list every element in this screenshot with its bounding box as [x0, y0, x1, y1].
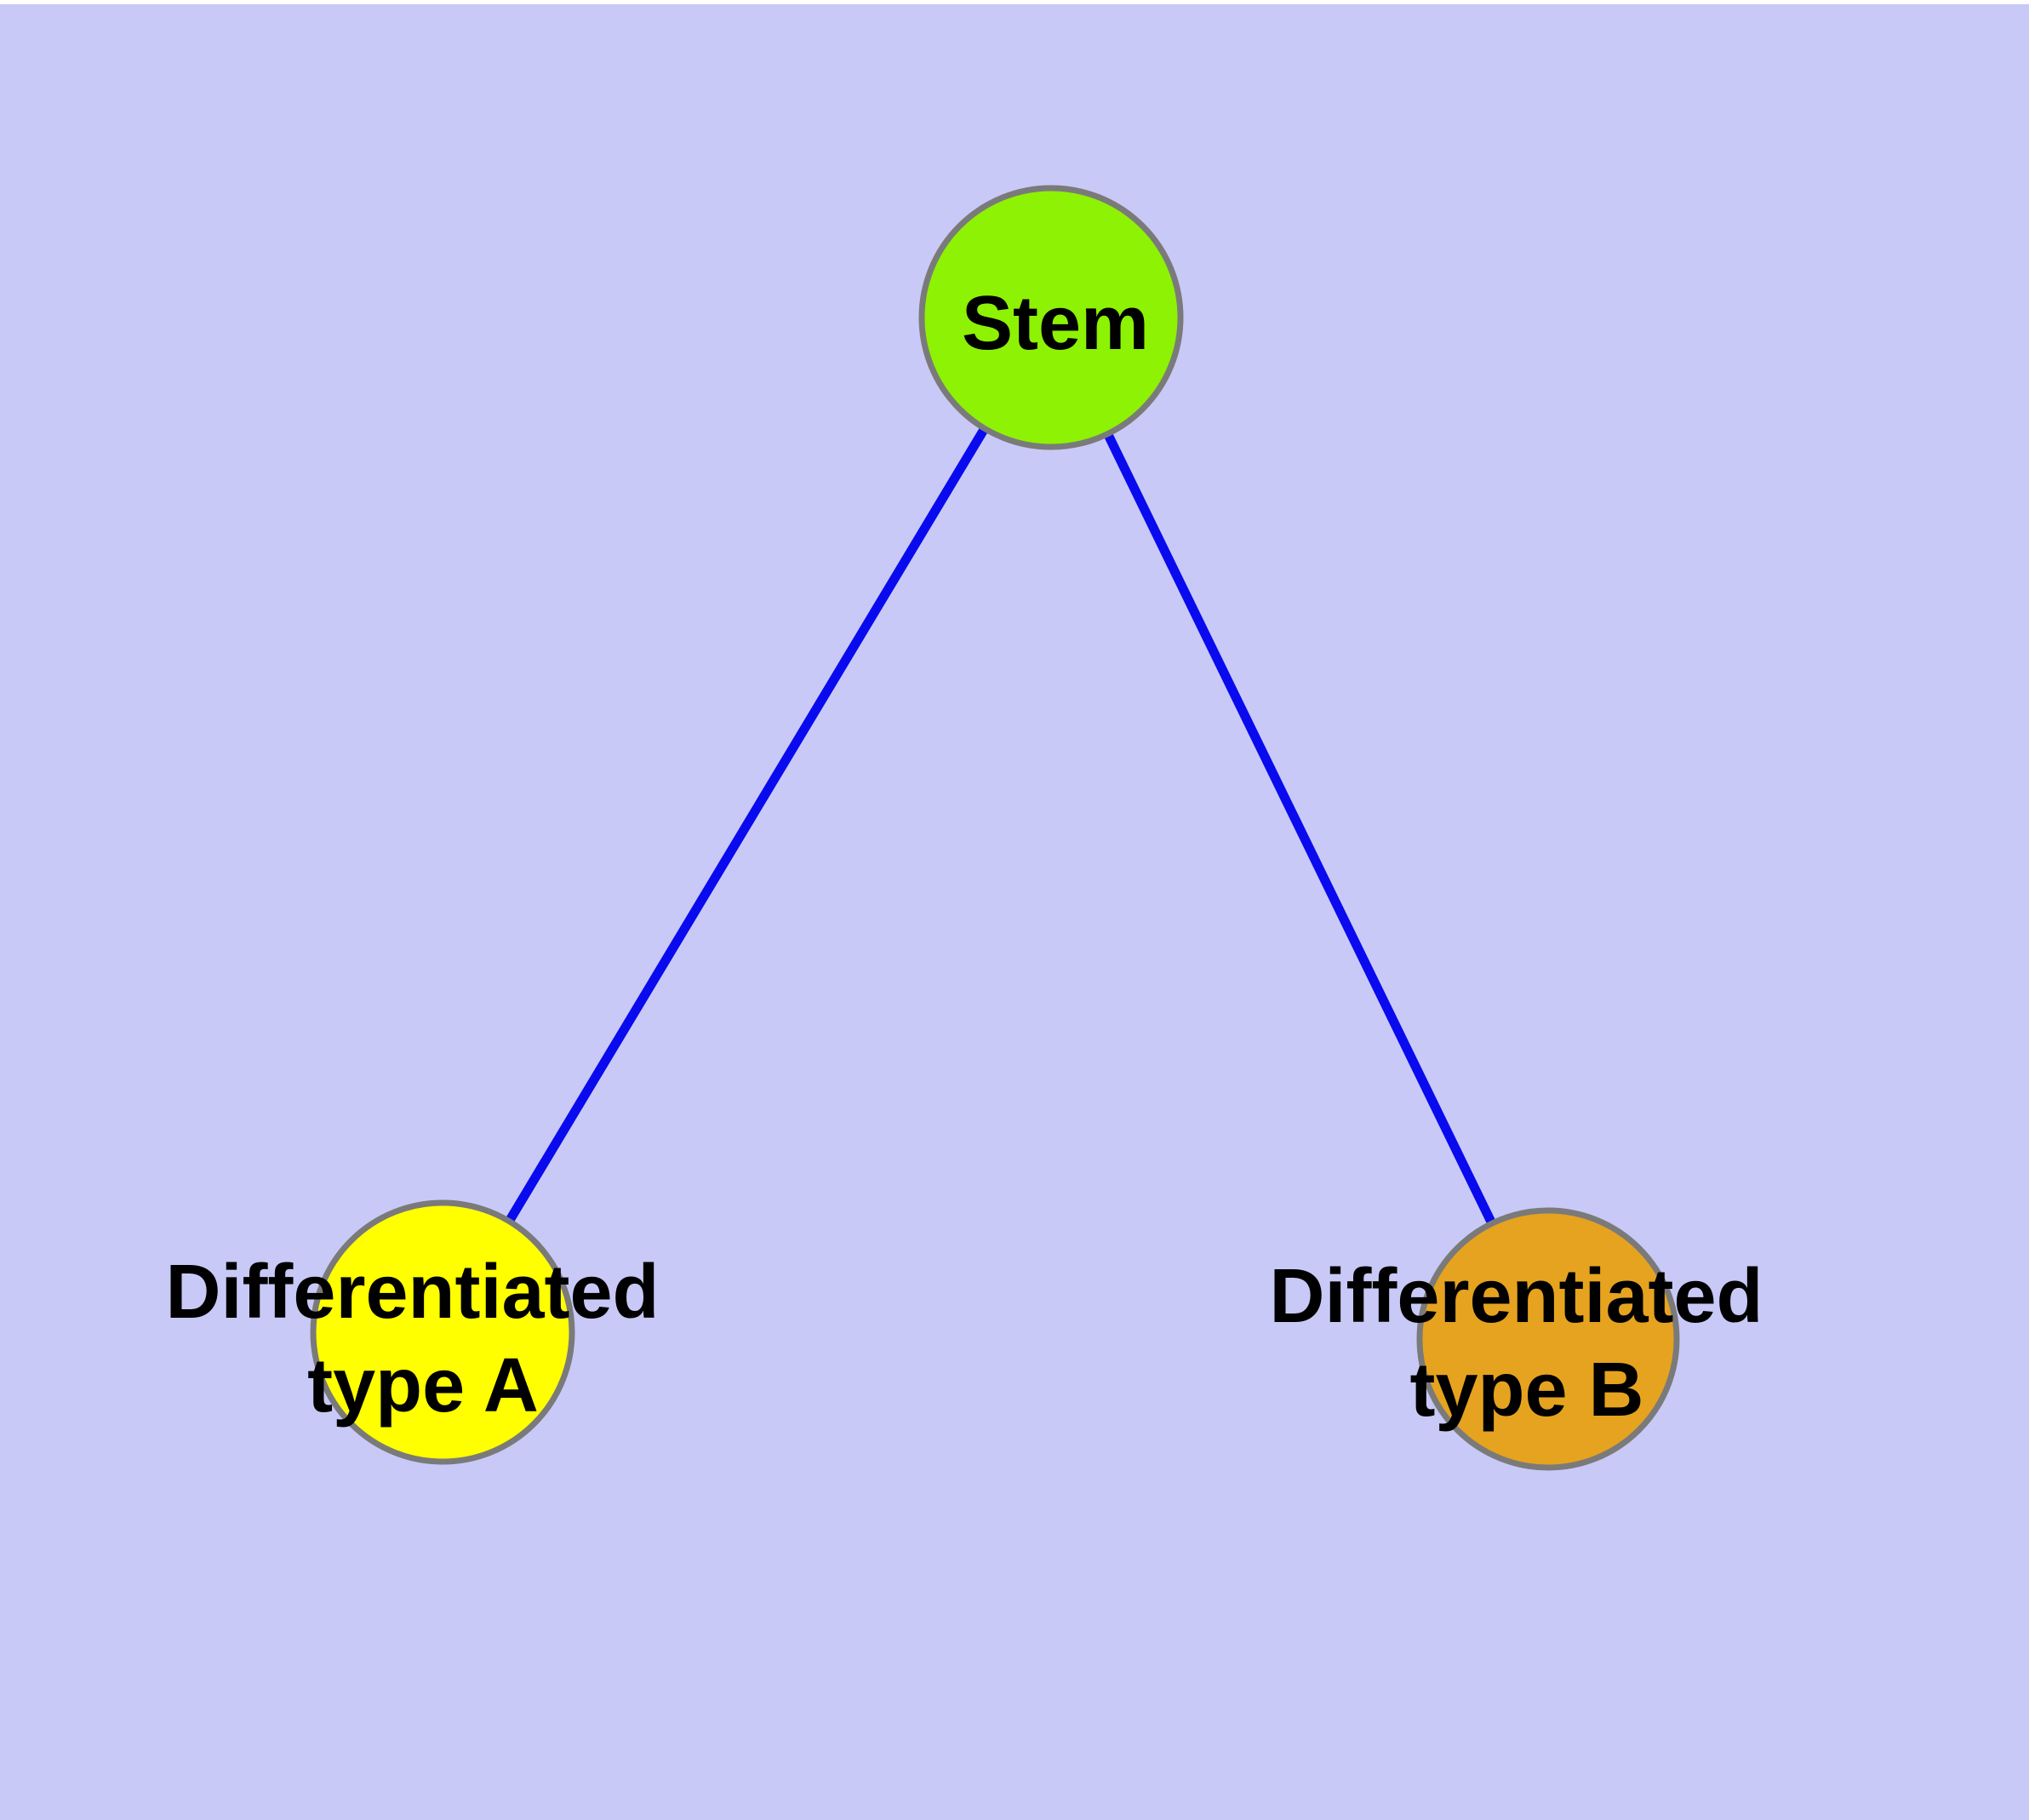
node-type-b-label-line2: type B	[1409, 1348, 1643, 1433]
top-border	[0, 0, 2029, 4]
node-stem-circle	[918, 185, 1184, 450]
edge-stem-to-type-a	[438, 315, 1055, 1335]
edge-stem-to-type-b	[1047, 315, 1552, 1342]
node-type-a-label: Differentiated type A	[165, 1250, 680, 1428]
node-type-b-circle	[1416, 1207, 1680, 1471]
node-type-a-label-line2: type A	[307, 1343, 539, 1428]
node-type-b-label-line1: Differentiated	[1269, 1254, 1763, 1339]
node-stem-label: Stem	[962, 281, 1149, 366]
node-type-a-label-line1: Differentiated	[165, 1250, 659, 1335]
node-type-a-circle	[310, 1199, 575, 1465]
node-type-b-label: Differentiated type B	[1269, 1254, 1784, 1433]
